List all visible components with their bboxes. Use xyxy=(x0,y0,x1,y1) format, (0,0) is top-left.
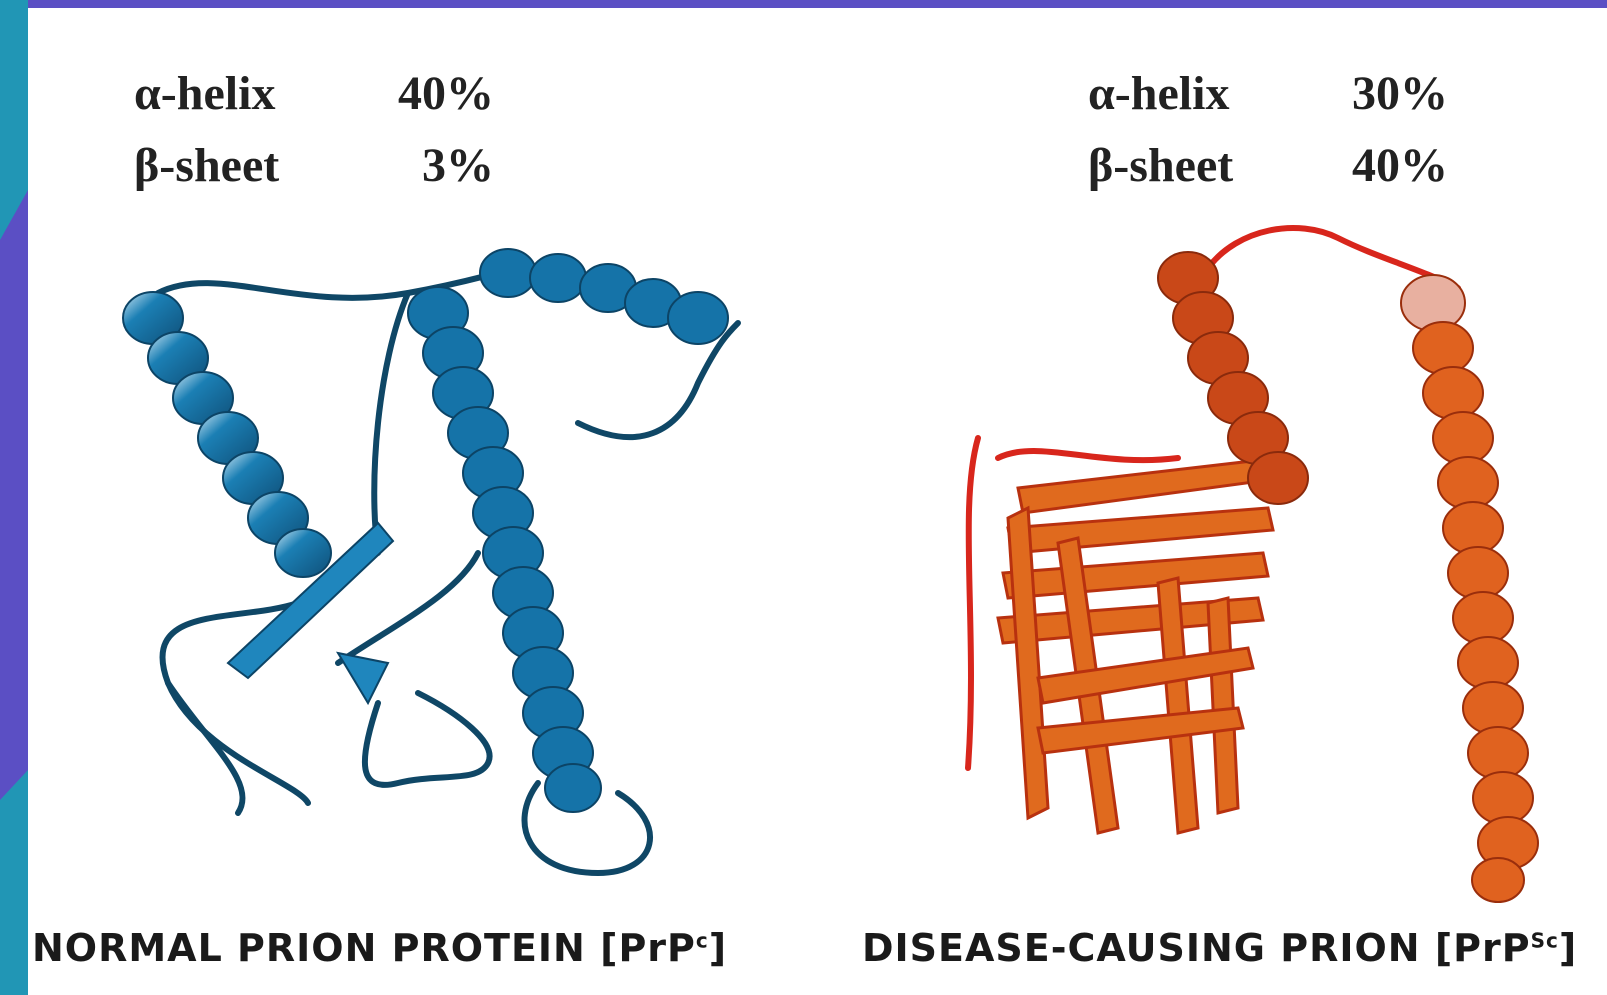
normal-caption-text: NORMAL PRION PROTEIN [PrP xyxy=(32,926,696,970)
normal-prion-structure-image xyxy=(78,223,778,893)
disease-prion-structure-image xyxy=(918,208,1588,908)
disease-caption-end: ] xyxy=(1559,926,1577,970)
disease-beta-sheet-label: β-sheet xyxy=(1088,130,1323,202)
disease-alpha-helix-label: α-helix xyxy=(1088,58,1323,130)
normal-beta-sheet-value: 3% xyxy=(369,130,494,202)
disease-prion-caption: DISEASE-CAUSING PRION [PrPSc] xyxy=(862,926,1577,970)
disease-caption-text: DISEASE-CAUSING PRION [PrP xyxy=(862,926,1531,970)
normal-prion-caption: NORMAL PRION PROTEIN [PrPc] xyxy=(32,926,727,970)
disease-alpha-helix-row: α-helix 30% xyxy=(1088,58,1448,130)
normal-structure-stats: α-helix 40% β-sheet 3% xyxy=(134,58,494,202)
disease-beta-sheet-value: 40% xyxy=(1323,130,1448,202)
normal-beta-sheet-label: β-sheet xyxy=(134,130,369,202)
normal-alpha-helix-value: 40% xyxy=(369,58,494,130)
disease-alpha-helix-value: 30% xyxy=(1323,58,1448,130)
disease-structure-stats: α-helix 30% β-sheet 40% xyxy=(1088,58,1448,202)
diagram-panel: α-helix 40% β-sheet 3% α-helix 30% β-she… xyxy=(28,8,1607,995)
disease-caption-superscript: Sc xyxy=(1531,928,1559,952)
normal-alpha-helix-row: α-helix 40% xyxy=(134,58,494,130)
disease-beta-sheet-row: β-sheet 40% xyxy=(1088,130,1448,202)
normal-alpha-helix-label: α-helix xyxy=(134,58,369,130)
normal-caption-end: ] xyxy=(709,926,727,970)
normal-caption-superscript: c xyxy=(696,928,709,952)
normal-beta-sheet-row: β-sheet 3% xyxy=(134,130,494,202)
left-decorative-strip xyxy=(0,0,28,995)
top-border xyxy=(0,0,1607,8)
